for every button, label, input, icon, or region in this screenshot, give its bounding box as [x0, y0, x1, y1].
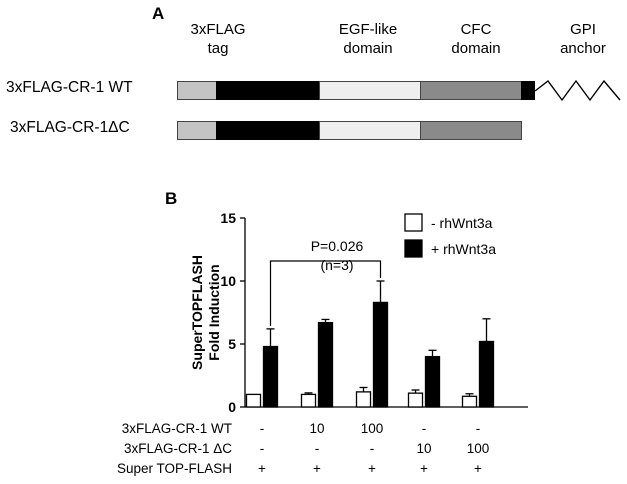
bar-plus-wnt3a	[372, 301, 389, 408]
condition-cell: 10	[416, 441, 431, 456]
legend-label-plus: + rhWnt3a	[431, 241, 496, 257]
cfc-segment-dc	[420, 121, 522, 140]
condition-cell: 100	[361, 421, 384, 436]
y-tick-label: 5	[228, 336, 236, 352]
bar-plus-wnt3a	[424, 355, 441, 408]
legend: - rhWnt3a + rhWnt3a	[404, 213, 496, 258]
bar-minus-wnt3a	[245, 393, 262, 408]
condition-cell: -	[260, 441, 265, 456]
y-axis-label-line2: Fold Induction	[206, 264, 222, 360]
n-label: (n=3)	[320, 257, 353, 273]
domain-label-cfc: CFC domain	[436, 20, 516, 58]
domain-label-gpi-line2: anchor	[560, 40, 606, 57]
condition-row-label: 3xFLAG-CR-1 WT	[122, 421, 232, 436]
bar-minus-wnt3a	[300, 393, 317, 408]
domain-label-egf-line1: EGF-like	[338, 21, 398, 38]
bar-plus-wnt3a	[317, 321, 334, 408]
gpi-anchor-zigzag	[534, 79, 621, 102]
bar-minus-wnt3a	[461, 395, 478, 408]
bar-plus-wnt3a	[262, 345, 279, 408]
legend-swatch-minus	[404, 213, 423, 232]
domain-label-cfc-line1: CFC	[460, 21, 492, 38]
y-tick-label: 0	[228, 399, 236, 415]
construct-label-dc: 3xFLAG-CR-1ΔC	[10, 119, 130, 136]
condition-row-label: 3xFLAG-CR-1 ΔC	[124, 441, 232, 456]
condition-cell: 100	[467, 441, 490, 456]
domain-label-egf: EGF-like domain	[323, 20, 413, 58]
gpi-segment-wt	[521, 81, 535, 100]
bars	[245, 280, 495, 408]
legend-swatch-plus	[404, 239, 423, 258]
domain-label-flag-line1: 3xFLAG	[190, 21, 246, 38]
construct-label-wt: 3xFLAG-CR-1 WT	[6, 79, 133, 96]
domain-label-gpi: GPI anchor	[548, 20, 618, 58]
panel-b-letter: B	[165, 189, 178, 208]
y-tick-label: 15	[220, 210, 236, 226]
legend-label-minus: - rhWnt3a	[431, 215, 493, 231]
condition-cell: +	[368, 461, 376, 476]
panel-a-letter: A	[152, 4, 165, 23]
condition-cell: +	[474, 461, 482, 476]
bar-plus-wnt3a	[478, 340, 495, 408]
condition-cell: -	[476, 421, 481, 436]
condition-cell: 10	[309, 421, 324, 436]
condition-cell: -	[315, 441, 320, 456]
condition-row-label: Super TOP-FLASH	[117, 461, 232, 476]
domain-label-flag: 3xFLAG tag	[178, 20, 258, 58]
condition-table: 3xFLAG-CR-1 WT - 10 100 - - 3xFLAG-CR-1 ΔC - - - 1…	[117, 421, 489, 476]
condition-cell: +	[420, 461, 428, 476]
bar-minus-wnt3a	[407, 392, 424, 408]
black-segment-dc	[216, 121, 319, 140]
pvalue-label: P=0.026	[311, 238, 364, 254]
condition-cell: +	[313, 461, 321, 476]
domain-label-gpi-line1: GPI	[570, 21, 596, 38]
condition-cell: -	[422, 421, 427, 436]
significance-bracket	[269, 260, 382, 326]
condition-cell: -	[370, 441, 375, 456]
significance-annotation: P=0.026 (n=3)	[269, 238, 382, 326]
bar-minus-wnt3a	[355, 391, 372, 408]
domain-label-flag-line2: tag	[207, 40, 229, 57]
domain-label-egf-line2: domain	[343, 40, 393, 57]
domain-label-cfc-line2: domain	[451, 40, 501, 57]
condition-cell: +	[258, 461, 266, 476]
black-segment-wt	[216, 81, 319, 100]
y-axis-label-line1: SuperTOPFLASH	[189, 255, 205, 370]
condition-cell: -	[260, 421, 265, 436]
y-tick-label: 10	[220, 273, 236, 289]
